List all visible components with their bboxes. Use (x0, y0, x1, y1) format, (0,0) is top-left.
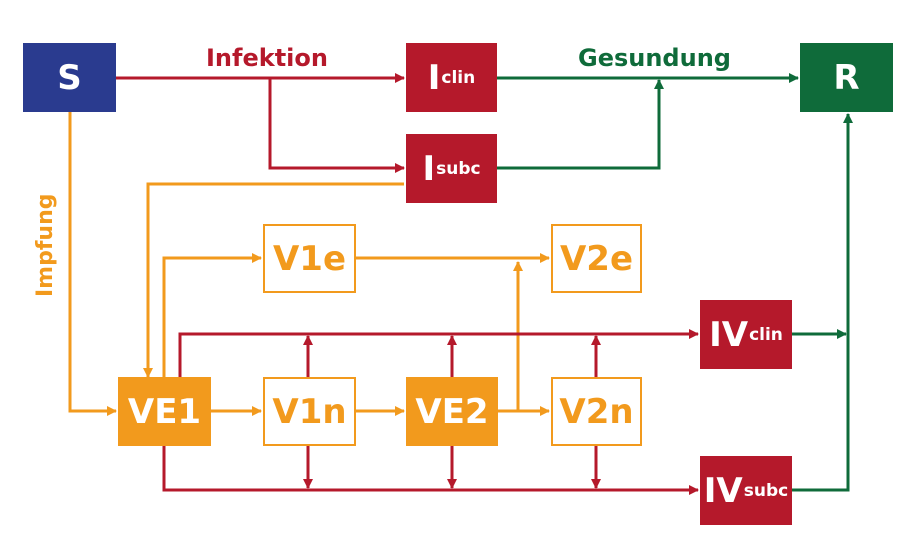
node-i-subc-sub: subc (436, 158, 481, 179)
node-v1n-label: V1n (272, 391, 347, 432)
node-iv-clin-label: IV (709, 314, 749, 355)
arrow-ivsubc-to-r (792, 113, 853, 492)
node-r-label: R (833, 57, 860, 98)
node-v2e: V2e (551, 224, 642, 293)
node-v1n: V1n (263, 377, 356, 446)
node-v1e: V1e (263, 224, 356, 293)
node-iv-subc-label: IV (703, 470, 743, 511)
node-v2n: V2n (551, 377, 642, 446)
node-iv-clin-sub: clin (749, 324, 783, 345)
arrow-ve2-to-v2e (505, 261, 523, 413)
line-top-red (178, 329, 699, 377)
node-ve2-label: VE2 (415, 391, 489, 432)
node-i-clin-sub: clin (441, 67, 476, 88)
arrow-ve1-to-v1e (162, 253, 262, 377)
line-bottom-red (162, 446, 699, 495)
node-ve1-label: VE1 (127, 391, 202, 432)
node-i-clin-label: I (427, 57, 441, 98)
node-v2e-label: V2e (559, 238, 634, 279)
label-gesundung: Gesundung (578, 44, 731, 72)
arrow-s-to-ve1 (68, 112, 117, 416)
node-ve1: VE1 (118, 377, 211, 446)
label-infektion: Infektion (206, 44, 328, 72)
node-v2n-label: V2n (559, 391, 634, 432)
node-s-label: S (57, 57, 82, 98)
node-i-subc-label: I (422, 148, 436, 189)
arrow-isubc-to-ve1 (143, 182, 404, 378)
node-ve2: VE2 (406, 377, 498, 446)
node-iv-subc-sub: subc (743, 480, 789, 501)
node-v1e-label: V1e (272, 238, 347, 279)
node-r: R (800, 43, 893, 112)
node-s: S (23, 43, 116, 112)
arrow-s-to-isubc (268, 78, 405, 173)
label-impfung: Impfung (33, 193, 58, 297)
arrow-isubc-to-gesundung (497, 79, 664, 170)
